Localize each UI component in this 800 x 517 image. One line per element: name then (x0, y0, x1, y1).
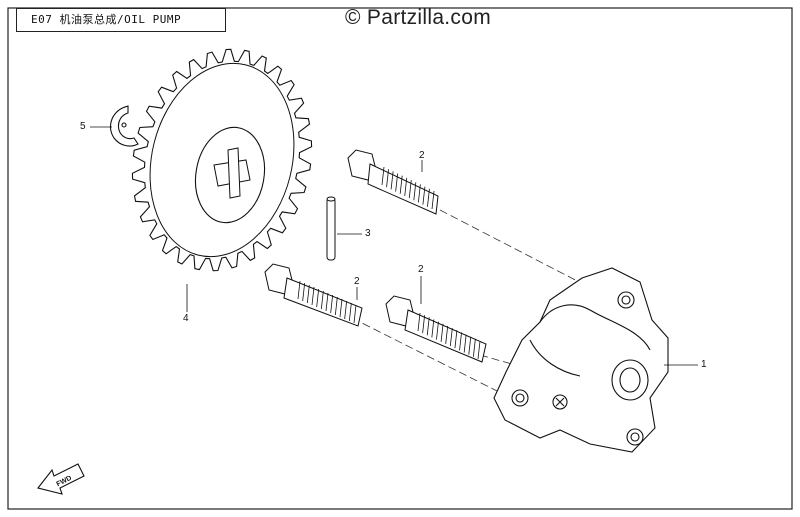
part-bolt-upper (347, 149, 439, 215)
leader-lines (90, 126, 698, 366)
bolt-thread (459, 332, 462, 351)
bolt-thread (422, 315, 426, 334)
bolt-thread (311, 286, 315, 306)
callout-4: 4 (183, 313, 189, 324)
diagram-title: E07 机油泵总成/OIL PUMP (16, 8, 226, 32)
watermark: © Partzilla.com (345, 6, 492, 29)
callout-2-lower: 2 (418, 264, 424, 275)
part-bolt-lower (385, 295, 487, 363)
bolt-thread (445, 325, 449, 344)
bolt-thread (468, 336, 472, 355)
bolt-thread (431, 319, 435, 338)
part-gear (131, 48, 313, 272)
bolt-thread (316, 288, 320, 308)
bolt-thread (454, 330, 458, 349)
drawing-frame (7, 7, 793, 510)
bolt-thread (395, 173, 399, 192)
bolt-thread (399, 175, 403, 194)
bolt-thread (477, 340, 481, 360)
callout-5: 5 (80, 121, 86, 132)
bolt-thread (408, 180, 412, 199)
bolt-thread (302, 282, 306, 302)
bolt-thread (344, 300, 348, 320)
callout-2-middle: 2 (354, 276, 360, 287)
callout-3: 3 (365, 228, 371, 239)
bolt-thread (417, 312, 421, 332)
bolt-thread (472, 338, 476, 357)
bolt-thread (417, 184, 421, 203)
bolt-thread (348, 302, 352, 322)
bolt-thread (390, 171, 394, 190)
fwd-arrow-icon (37, 463, 85, 495)
bolt-thread (330, 294, 334, 314)
bolt-thread (413, 182, 417, 201)
part-pin (326, 196, 336, 261)
bolt-thread (431, 190, 435, 210)
callout-2-upper: 2 (419, 150, 425, 161)
bolt-thread (386, 169, 389, 188)
bolt-thread (436, 321, 439, 340)
bolt-thread (440, 323, 444, 342)
bolt-thread (334, 296, 338, 316)
bolt-thread (422, 186, 426, 205)
bolt-thread (339, 298, 343, 318)
bolt-thread (449, 328, 453, 347)
part-oil-pump (493, 267, 669, 453)
bolt-thread (320, 290, 324, 310)
callout-1: 1 (701, 359, 707, 370)
bolt-thread (426, 317, 430, 336)
bolt-thread (297, 280, 301, 300)
bolt-thread (306, 284, 310, 304)
bolt-thread (325, 292, 329, 312)
bolt-thread (353, 304, 357, 324)
part-circlip (110, 105, 139, 147)
bolt-thread (463, 334, 467, 353)
bolt-thread (381, 166, 385, 186)
bolt-thread (427, 188, 430, 207)
bolt-thread (404, 177, 408, 196)
part-bolt-middle (264, 263, 363, 327)
